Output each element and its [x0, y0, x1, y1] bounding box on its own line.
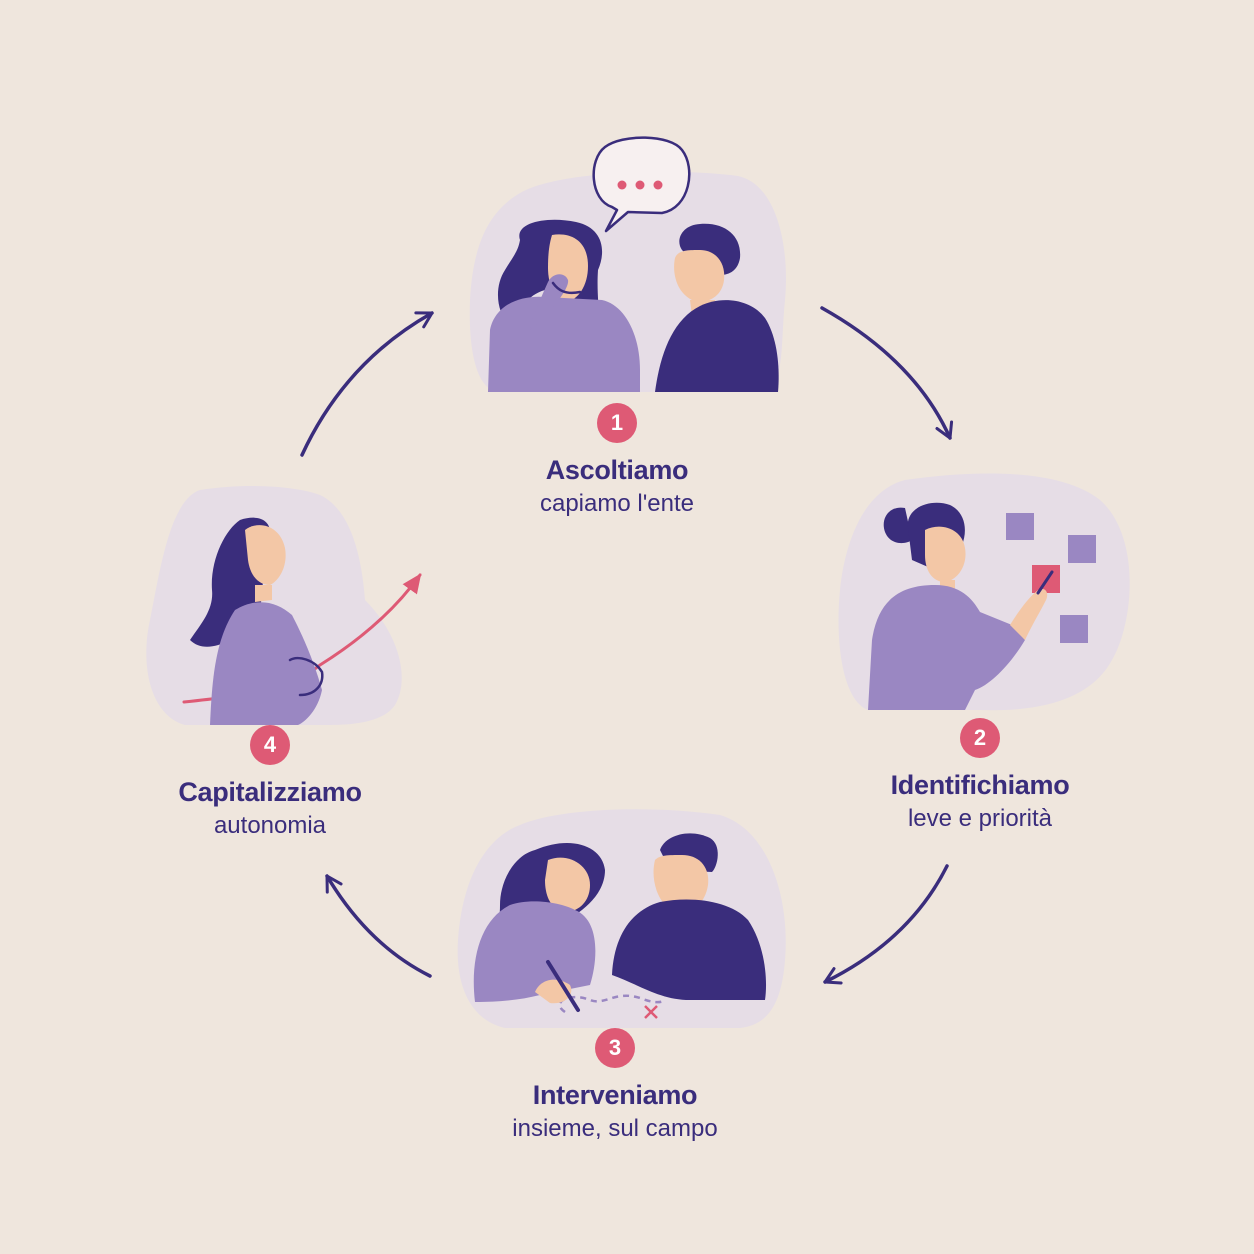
step-4-subtitle: autonomia	[213, 812, 327, 839]
arrow-step2-to-step3	[823, 864, 949, 985]
arrow-step1-to-step2	[820, 306, 954, 440]
illustration-step-4	[146, 485, 422, 725]
woman-growth-figure	[190, 517, 324, 725]
step-4-number-badge: 4	[250, 725, 290, 765]
step-1-label: 1 Ascoltiamo capiamo l'ente	[447, 403, 787, 521]
speech-bubble-icon	[592, 136, 691, 233]
step-1-number-badge: 1	[597, 403, 637, 443]
illustration-step-1	[469, 136, 786, 392]
step-1-title: Ascoltiamo	[545, 455, 689, 485]
step-1-subtitle: capiamo l'ente	[539, 490, 694, 517]
step-3-number-badge: 3	[595, 1028, 635, 1068]
man-drawing-figure	[612, 833, 767, 1000]
step-2-title: Identifichiamo	[890, 770, 1070, 800]
step-4-label: 4 Capitalizziamo autonomia	[100, 725, 440, 843]
step-2-number-badge: 2	[960, 718, 1000, 758]
arrow-step4-to-step1	[300, 311, 434, 457]
step-3-subtitle: insieme, sul campo	[512, 1115, 718, 1142]
illustration-step-3	[457, 809, 786, 1028]
step-2-label: 2 Identifichiamo leve e priorità	[810, 718, 1150, 836]
step-4-title: Capitalizziamo	[178, 777, 362, 807]
man-listening-figure	[655, 223, 779, 392]
step-3-title: Interveniamo	[532, 1080, 698, 1110]
target-x-icon	[644, 1005, 658, 1019]
sticky-note-icon	[1060, 615, 1088, 643]
woman-placing-notes-figure	[868, 502, 1054, 710]
sticky-note-icon	[1006, 513, 1034, 540]
sticky-note-icon	[1068, 535, 1096, 563]
woman-drawing-figure	[473, 842, 605, 1012]
woman-listening-figure	[488, 219, 640, 392]
step-2-subtitle: leve e priorità	[907, 805, 1053, 832]
illustration-step-2	[838, 473, 1130, 711]
arrow-step3-to-step4	[325, 874, 432, 978]
step-3-label: 3 Interveniamo insieme, sul campo	[445, 1028, 785, 1146]
